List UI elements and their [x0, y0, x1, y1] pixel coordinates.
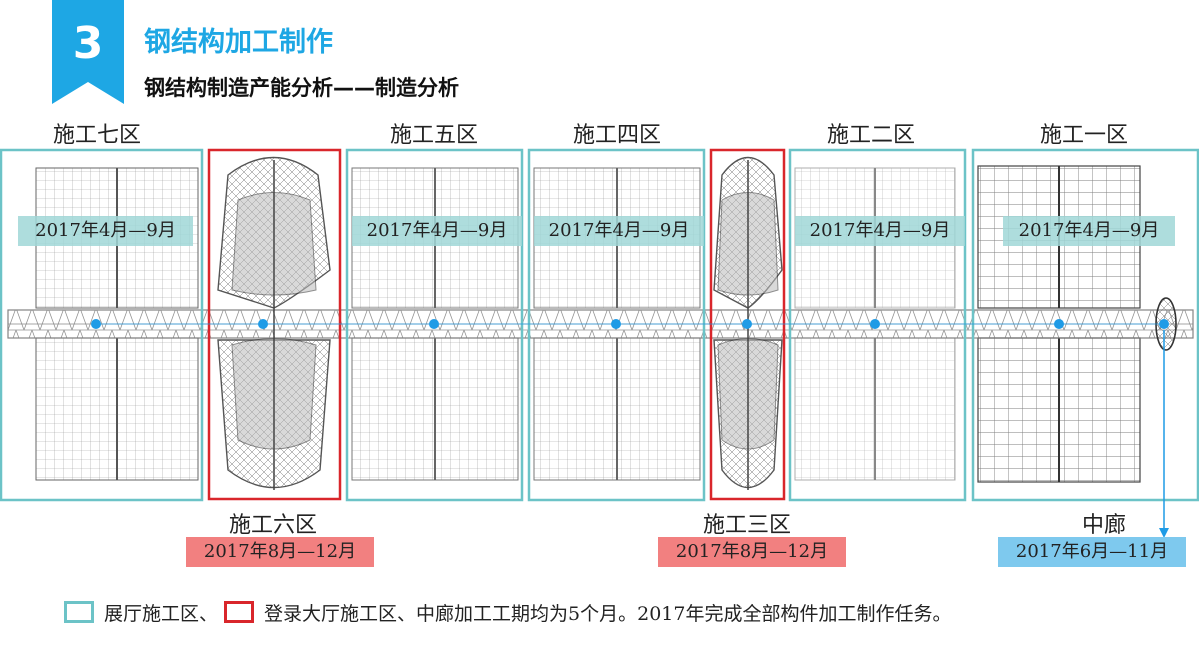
corridor-period: 2017年6月—11月	[998, 537, 1186, 567]
legend-note: 登录大厅施工区、中廊加工工期均为5个月。2017年完成全部构件加工制作任务。	[264, 602, 952, 625]
zone-label-3: 施工三区	[702, 513, 792, 538]
zone-label-4: 施工四区	[572, 123, 662, 148]
zone-marker-2	[870, 319, 880, 329]
zone-frame-1	[971, 148, 1199, 502]
zone-label-5: 施工五区	[389, 123, 479, 148]
zone-route-markers	[91, 319, 1169, 329]
zone-frame-7	[0, 148, 204, 502]
legend-exhibition-swatch	[64, 601, 94, 623]
corridor-label: 中廊	[1081, 513, 1127, 538]
zone-period-3: 2017年8月—12月	[658, 537, 846, 567]
zone-marker-4	[611, 319, 621, 329]
zone-period-5: 2017年4月—9月	[352, 216, 522, 246]
zone-label-6: 施工六区	[228, 513, 318, 538]
zone-period-4: 2017年4月—9月	[534, 216, 704, 246]
zone-marker-7	[91, 319, 101, 329]
section-number: 3	[72, 18, 104, 69]
zone-label-1: 施工一区	[1039, 123, 1129, 148]
zone-marker-1	[1054, 319, 1064, 329]
zone-marker-6	[258, 319, 268, 329]
corridor-arrow	[1159, 330, 1169, 538]
lobby-structure-3	[713, 157, 783, 490]
zone-marker-5	[429, 319, 439, 329]
page-title: 钢结构加工制作	[144, 27, 333, 58]
zone-label-7: 施工七区	[52, 123, 142, 148]
zone-period-6: 2017年8月—12月	[186, 537, 374, 567]
legend-lobby-swatch	[224, 601, 255, 623]
corridor-marker	[1159, 319, 1169, 329]
zone-period-2: 2017年4月—9月	[795, 216, 965, 246]
zone-frame-5	[345, 148, 524, 502]
section-number-badge	[52, 0, 124, 104]
lobby-structure-6	[217, 156, 331, 490]
zone-period-7: 2017年4月—9月	[18, 216, 193, 246]
zone-label-2: 施工二区	[826, 123, 916, 148]
page-subtitle: 钢结构制造产能分析——制造分析	[144, 76, 459, 100]
zone-frame-4	[527, 148, 706, 502]
legend: 展厅施工区、 登录大厅施工区、中廊加工工期均为5个月。2017年完成全部构件加工…	[64, 598, 951, 626]
zone-frame-2	[788, 148, 967, 502]
zone-marker-3	[742, 319, 752, 329]
zone-period-1: 2017年4月—9月	[1003, 216, 1175, 246]
legend-exhibition-label: 展厅施工区、	[104, 602, 219, 625]
